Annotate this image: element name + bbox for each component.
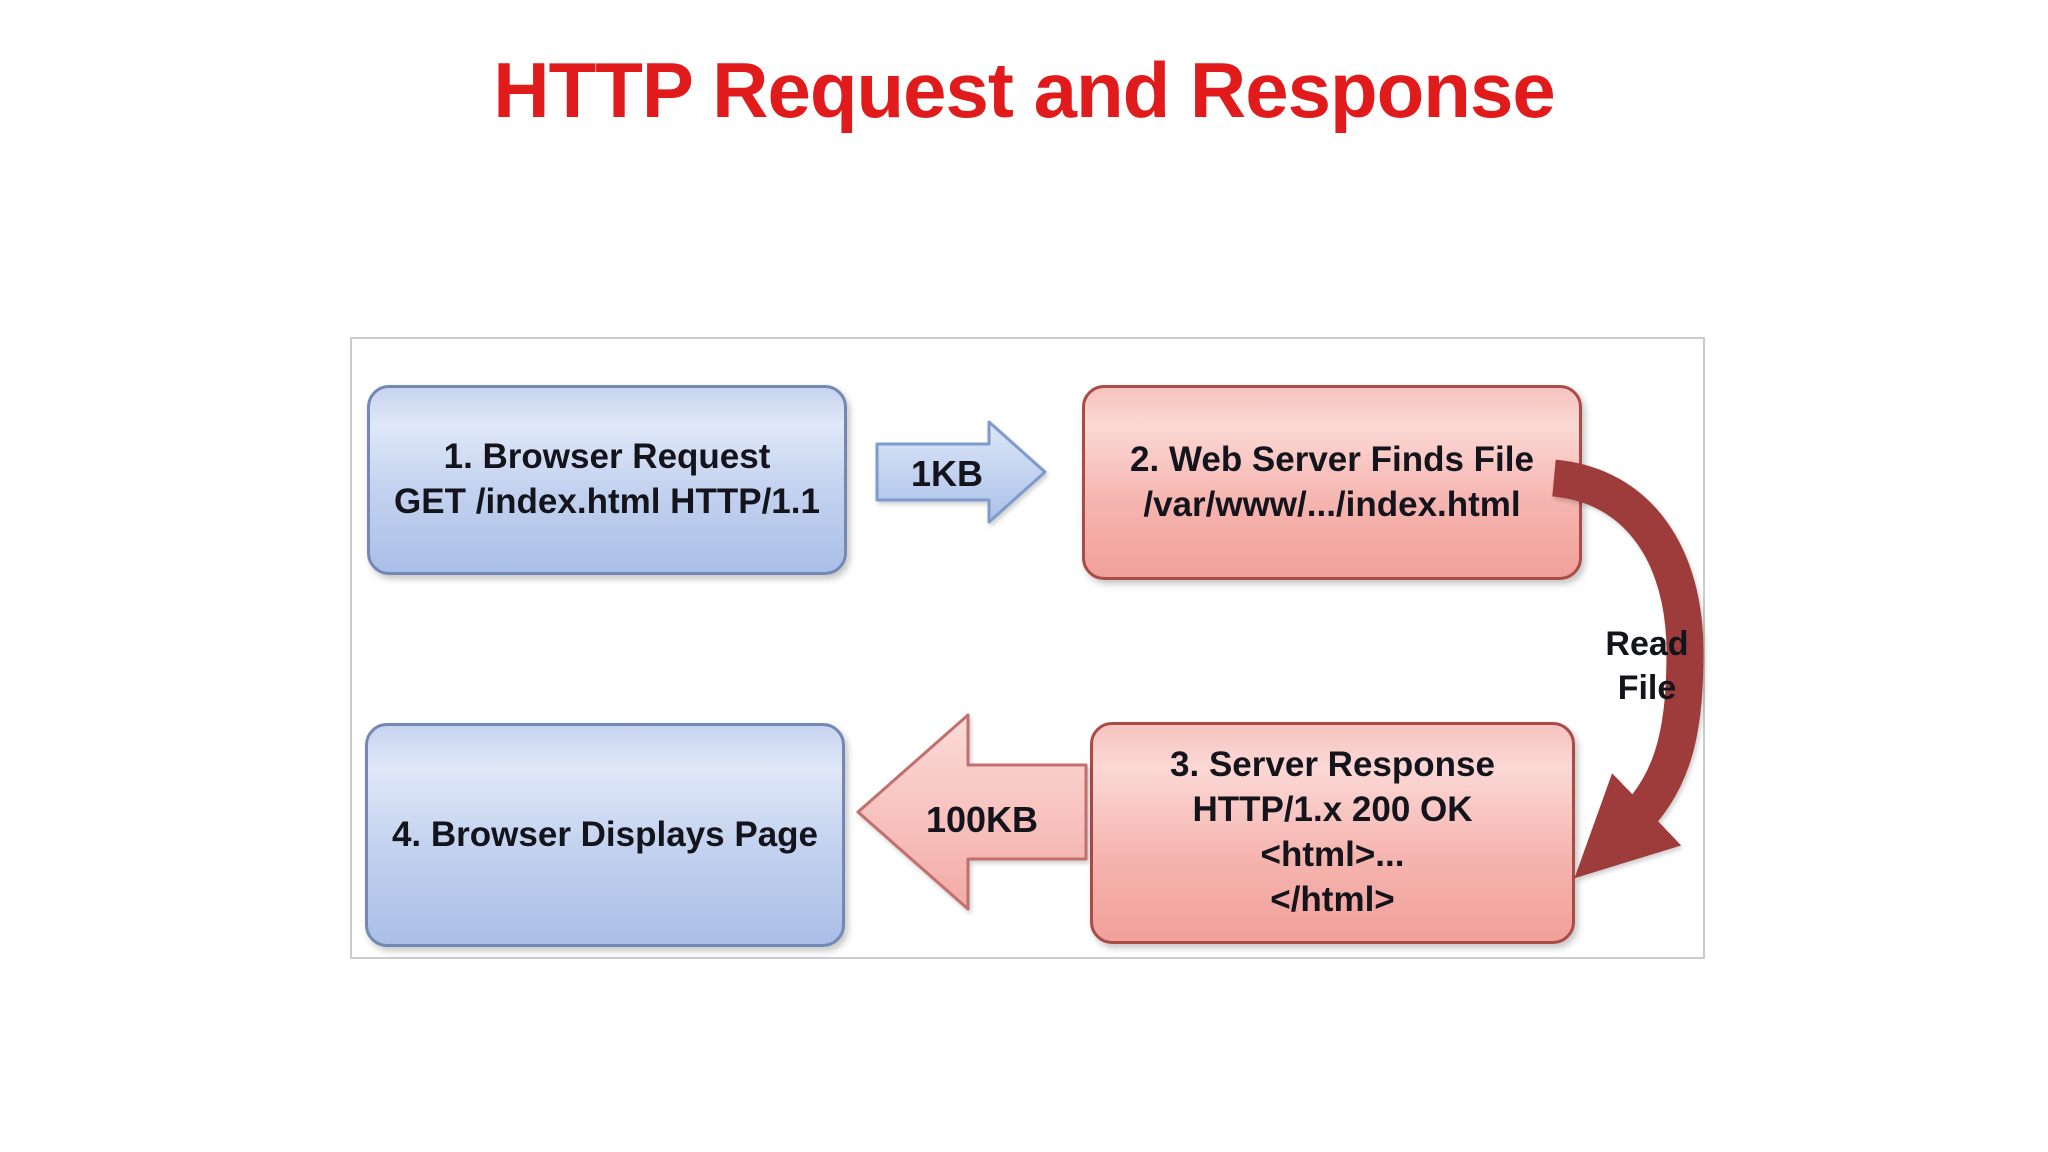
node-server-response: 3. Server Response HTTP/1.x 200 OK <html… (1090, 722, 1575, 944)
node-browser-displays-page: 4. Browser Displays Page (365, 723, 845, 947)
node-web-server-finds-file: 2. Web Server Finds File /var/www/.../in… (1082, 385, 1582, 580)
request-size-label: 1KB (910, 453, 984, 494)
node-detail-label: </html> (1270, 879, 1395, 919)
diagram-frame: 1. Browser Request GET /index.html HTTP/… (350, 337, 1705, 959)
node-detail-label: <html>... (1260, 835, 1405, 874)
node-browser-request: 1. Browser Request GET /index.html HTTP/… (367, 385, 847, 575)
node-step-label: 1. Browser Request (443, 437, 771, 477)
response-arrow-icon (856, 713, 1088, 911)
response-size-label: 100KB (925, 799, 1039, 840)
node-detail-label: /var/www/.../index.html (1143, 484, 1521, 524)
read-file-label: Read File (1605, 625, 1689, 708)
read-file-arrow-icon (1551, 459, 1704, 879)
node-step-label: 3. Server Response (1170, 745, 1495, 785)
page-title: HTTP Request and Response (493, 46, 1555, 134)
request-arrow-icon (875, 420, 1047, 524)
node-step-label: 2. Web Server Finds File (1130, 439, 1534, 479)
node-detail-label: HTTP/1.x 200 OK (1192, 790, 1473, 830)
node-step-label: 4. Browser Displays Page (391, 814, 819, 854)
node-detail-label: GET /index.html HTTP/1.1 (394, 482, 820, 521)
